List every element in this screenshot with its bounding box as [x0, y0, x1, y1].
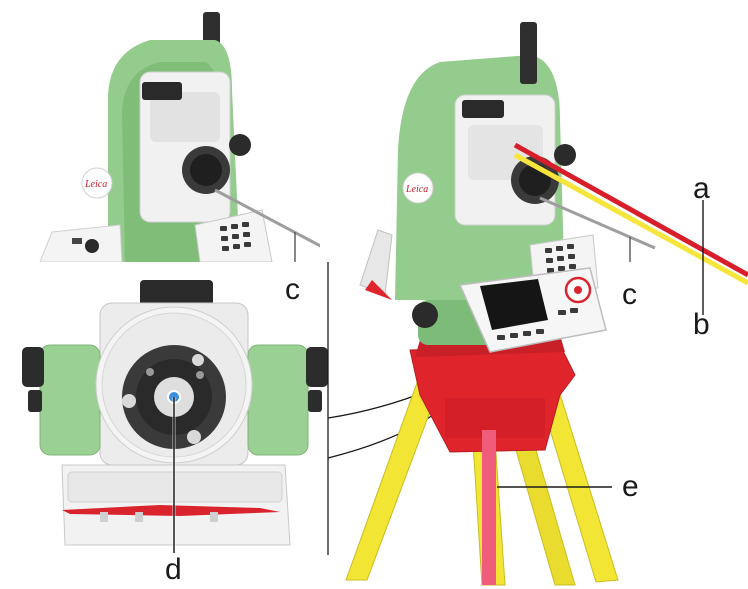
instrument-on-tripod: Leica: [345, 22, 748, 586]
laser-beam-red: [513, 142, 748, 278]
leader-line-c-left: [214, 188, 320, 248]
display-screen: [480, 279, 548, 330]
svg-text:Leica: Leica: [84, 179, 107, 190]
svg-text:Leica: Leica: [405, 184, 428, 195]
callout-c-right: c: [622, 278, 637, 311]
leica-logo: [402, 172, 434, 204]
antenna-icon: [520, 22, 537, 84]
laser-beam-yellow: [513, 152, 748, 286]
leica-logo: [81, 167, 113, 199]
leader-line-c-right: [539, 196, 656, 250]
instrument-top-left: Leica: [39, 12, 320, 262]
instrument-bottom-view: [22, 280, 328, 553]
callout-a: a: [693, 172, 710, 205]
callout-e: e: [622, 470, 639, 503]
plumb-line: [482, 430, 496, 585]
callout-d: d: [165, 553, 182, 586]
callout-c-left: c: [285, 273, 300, 306]
callout-b: b: [693, 308, 710, 341]
